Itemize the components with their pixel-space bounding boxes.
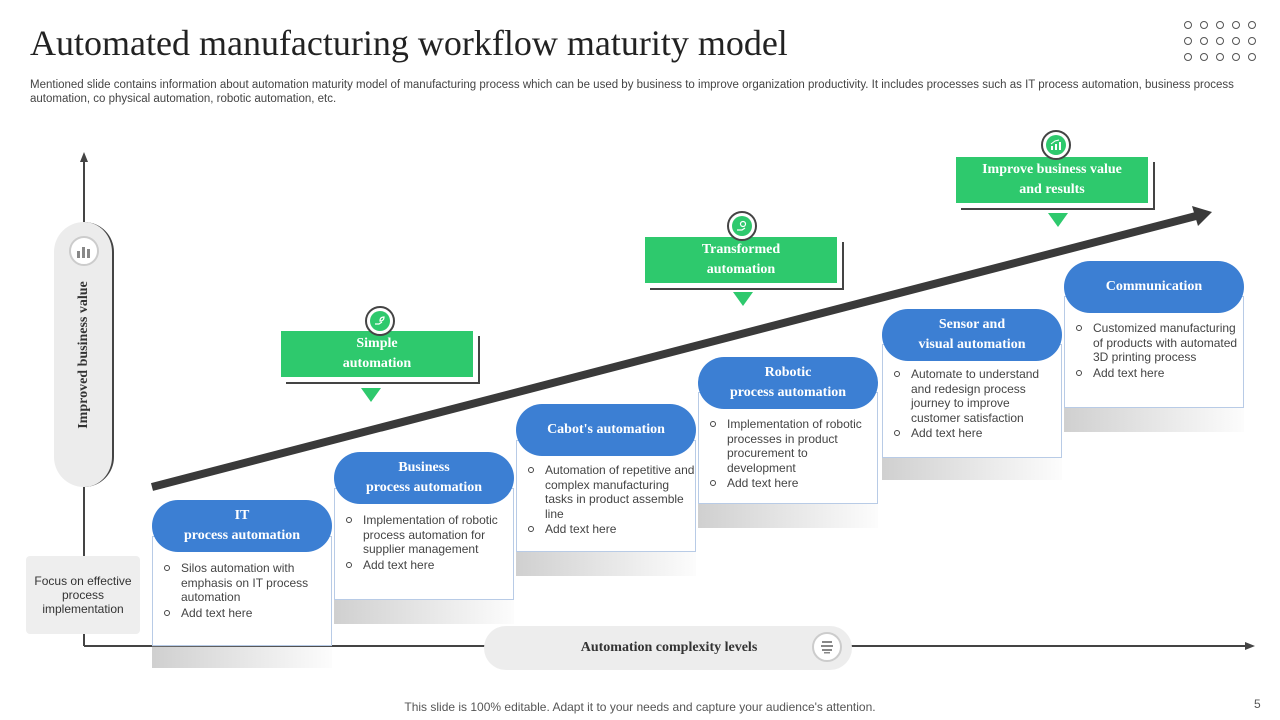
step-bullet: Add text here xyxy=(710,476,877,491)
step-bullet: Implementation of robotic processes in p… xyxy=(710,417,877,475)
step-head-robotic: Robotic process automation xyxy=(698,357,878,409)
page-title: Automated manufacturing workflow maturit… xyxy=(30,23,788,63)
step-box-cabots: Automation of repetitive and complex man… xyxy=(516,440,696,552)
step-head-it: IT process automation xyxy=(152,500,332,552)
callout-pointer xyxy=(733,292,753,306)
step-box-it: Silos automation with emphasis on IT pro… xyxy=(152,536,332,646)
callout-simple: Simple automation xyxy=(281,331,473,377)
y-axis-pill: Improved business value xyxy=(54,222,114,487)
step-bullet: Add text here xyxy=(1076,366,1243,381)
step-box-communication: Customized manufacturing of products wit… xyxy=(1064,296,1244,408)
step-box-business: Implementation of robotic process automa… xyxy=(334,488,514,600)
callout-pointer xyxy=(1048,213,1068,227)
footer-note: This slide is 100% editable. Adapt it to… xyxy=(404,700,876,714)
step-bullet: Add text here xyxy=(528,522,695,537)
callout-transformed: Transformed automation xyxy=(645,237,837,283)
step-head-communication: Communication xyxy=(1064,261,1244,313)
step-bullet: Implementation of robotic process automa… xyxy=(346,513,513,557)
step-box-sensor: Automate to understand and redesign proc… xyxy=(882,344,1062,458)
hand-sprout-icon xyxy=(365,306,395,336)
callout-pointer xyxy=(361,388,381,402)
decorative-dots xyxy=(1184,21,1256,61)
layers-icon xyxy=(812,632,842,662)
step-bullet: Add text here xyxy=(894,426,1061,441)
callout-improve: Improve business value and results xyxy=(956,157,1148,203)
x-axis-label: Automation complexity levels xyxy=(580,640,758,655)
step-bullet: Silos automation with emphasis on IT pro… xyxy=(164,561,331,605)
growth-chart-icon xyxy=(1041,130,1071,160)
step-bullet: Automate to understand and redesign proc… xyxy=(894,367,1061,425)
step-bullet: Add text here xyxy=(164,606,331,621)
building-chart-icon xyxy=(69,236,99,266)
step-head-cabots: Cabot's automation xyxy=(516,404,696,456)
x-axis-pill: Automation complexity levels xyxy=(484,626,852,670)
step-bullet: Customized manufacturing of products wit… xyxy=(1076,321,1243,365)
focus-label: Focus on effective process implementatio… xyxy=(26,556,140,634)
step-bullet: Add text here xyxy=(346,558,513,573)
step-head-sensor: Sensor and visual automation xyxy=(882,309,1062,361)
step-head-business: Business process automation xyxy=(334,452,514,504)
page-subtitle: Mentioned slide contains information abo… xyxy=(30,79,1234,105)
step-box-robotic: Implementation of robotic processes in p… xyxy=(698,392,878,504)
hand-gear-icon xyxy=(727,211,757,241)
page-number: 5 xyxy=(1254,697,1261,711)
step-bullet: Automation of repetitive and complex man… xyxy=(528,463,695,521)
